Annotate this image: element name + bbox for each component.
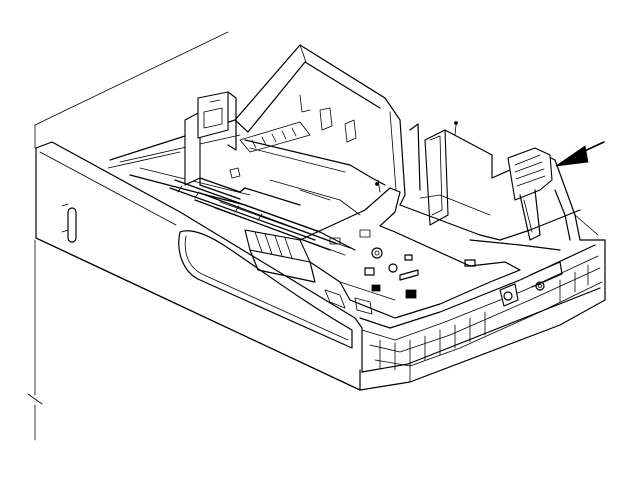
tray-front-panel[interactable] <box>35 141 606 391</box>
tray-latch[interactable] <box>499 261 563 307</box>
tray-right-wall <box>299 94 606 241</box>
tray-back-wall <box>107 44 401 169</box>
tray-handle-recess[interactable] <box>178 230 353 349</box>
paper-level-indicator <box>61 203 77 243</box>
tray-side-rail <box>359 244 603 371</box>
arrow-icon <box>555 141 605 167</box>
tray-floor-details <box>229 121 373 315</box>
right-paper-guide[interactable] <box>399 121 581 251</box>
lift-plate <box>299 179 521 319</box>
paper-size-dial[interactable] <box>507 147 553 241</box>
printer-body-outline <box>27 31 229 441</box>
left-paper-guide[interactable] <box>184 91 246 200</box>
